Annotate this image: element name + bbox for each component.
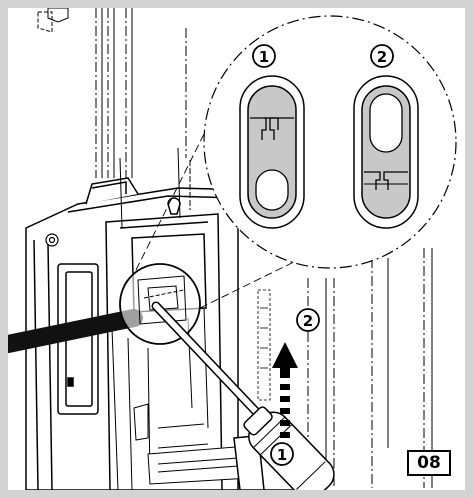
svg-text:1: 1: [277, 446, 287, 464]
svg-text:2: 2: [377, 48, 387, 66]
cable: [8, 309, 143, 353]
push-arrow: [272, 342, 298, 438]
callout-step-2: 2: [296, 308, 320, 332]
callout-detail-2: 2: [370, 44, 394, 68]
figure-number: 08: [417, 453, 441, 473]
latch-detail: [137, 275, 187, 325]
installation-drawing: 1 2 2 1: [8, 8, 457, 490]
slot-detail-2: [353, 75, 419, 229]
figure-number-badge: 08: [407, 450, 451, 476]
svg-text:1: 1: [259, 48, 269, 66]
svg-text:2: 2: [303, 312, 313, 330]
callout-detail-1: 1: [252, 44, 276, 68]
top-bracket: [37, 8, 69, 33]
rail-marking: [257, 289, 271, 401]
callout-step-1: 1: [270, 442, 294, 466]
slot-detail-1: [239, 75, 305, 229]
bottom-label: [147, 445, 251, 485]
mounting-screw: [45, 233, 59, 247]
